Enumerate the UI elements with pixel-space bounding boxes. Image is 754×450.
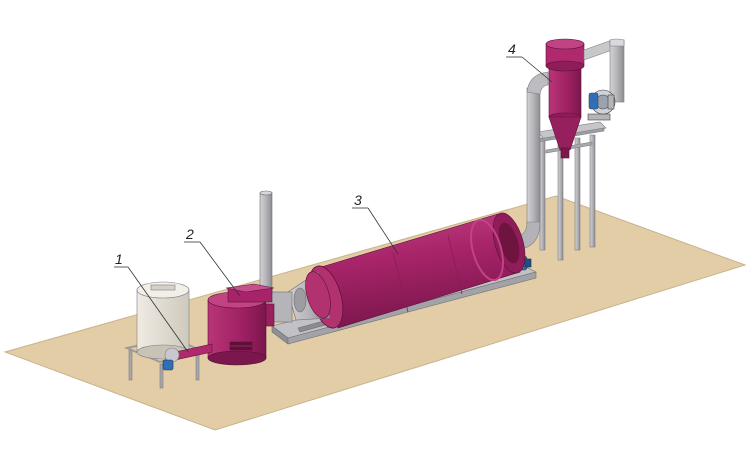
exhaust-fan [587,89,616,121]
cyclone [545,38,585,159]
fan-duct [583,38,625,103]
callout-3: 3 [354,192,362,208]
leader-lines [114,56,553,353]
fuel-tank-unit [123,281,213,389]
callout-2: 2 [185,226,194,242]
drum-inlet-cone [267,271,331,323]
furnace [207,283,275,366]
chimney [259,190,273,294]
callout-4: 4 [508,41,516,57]
callout-1: 1 [115,251,123,267]
